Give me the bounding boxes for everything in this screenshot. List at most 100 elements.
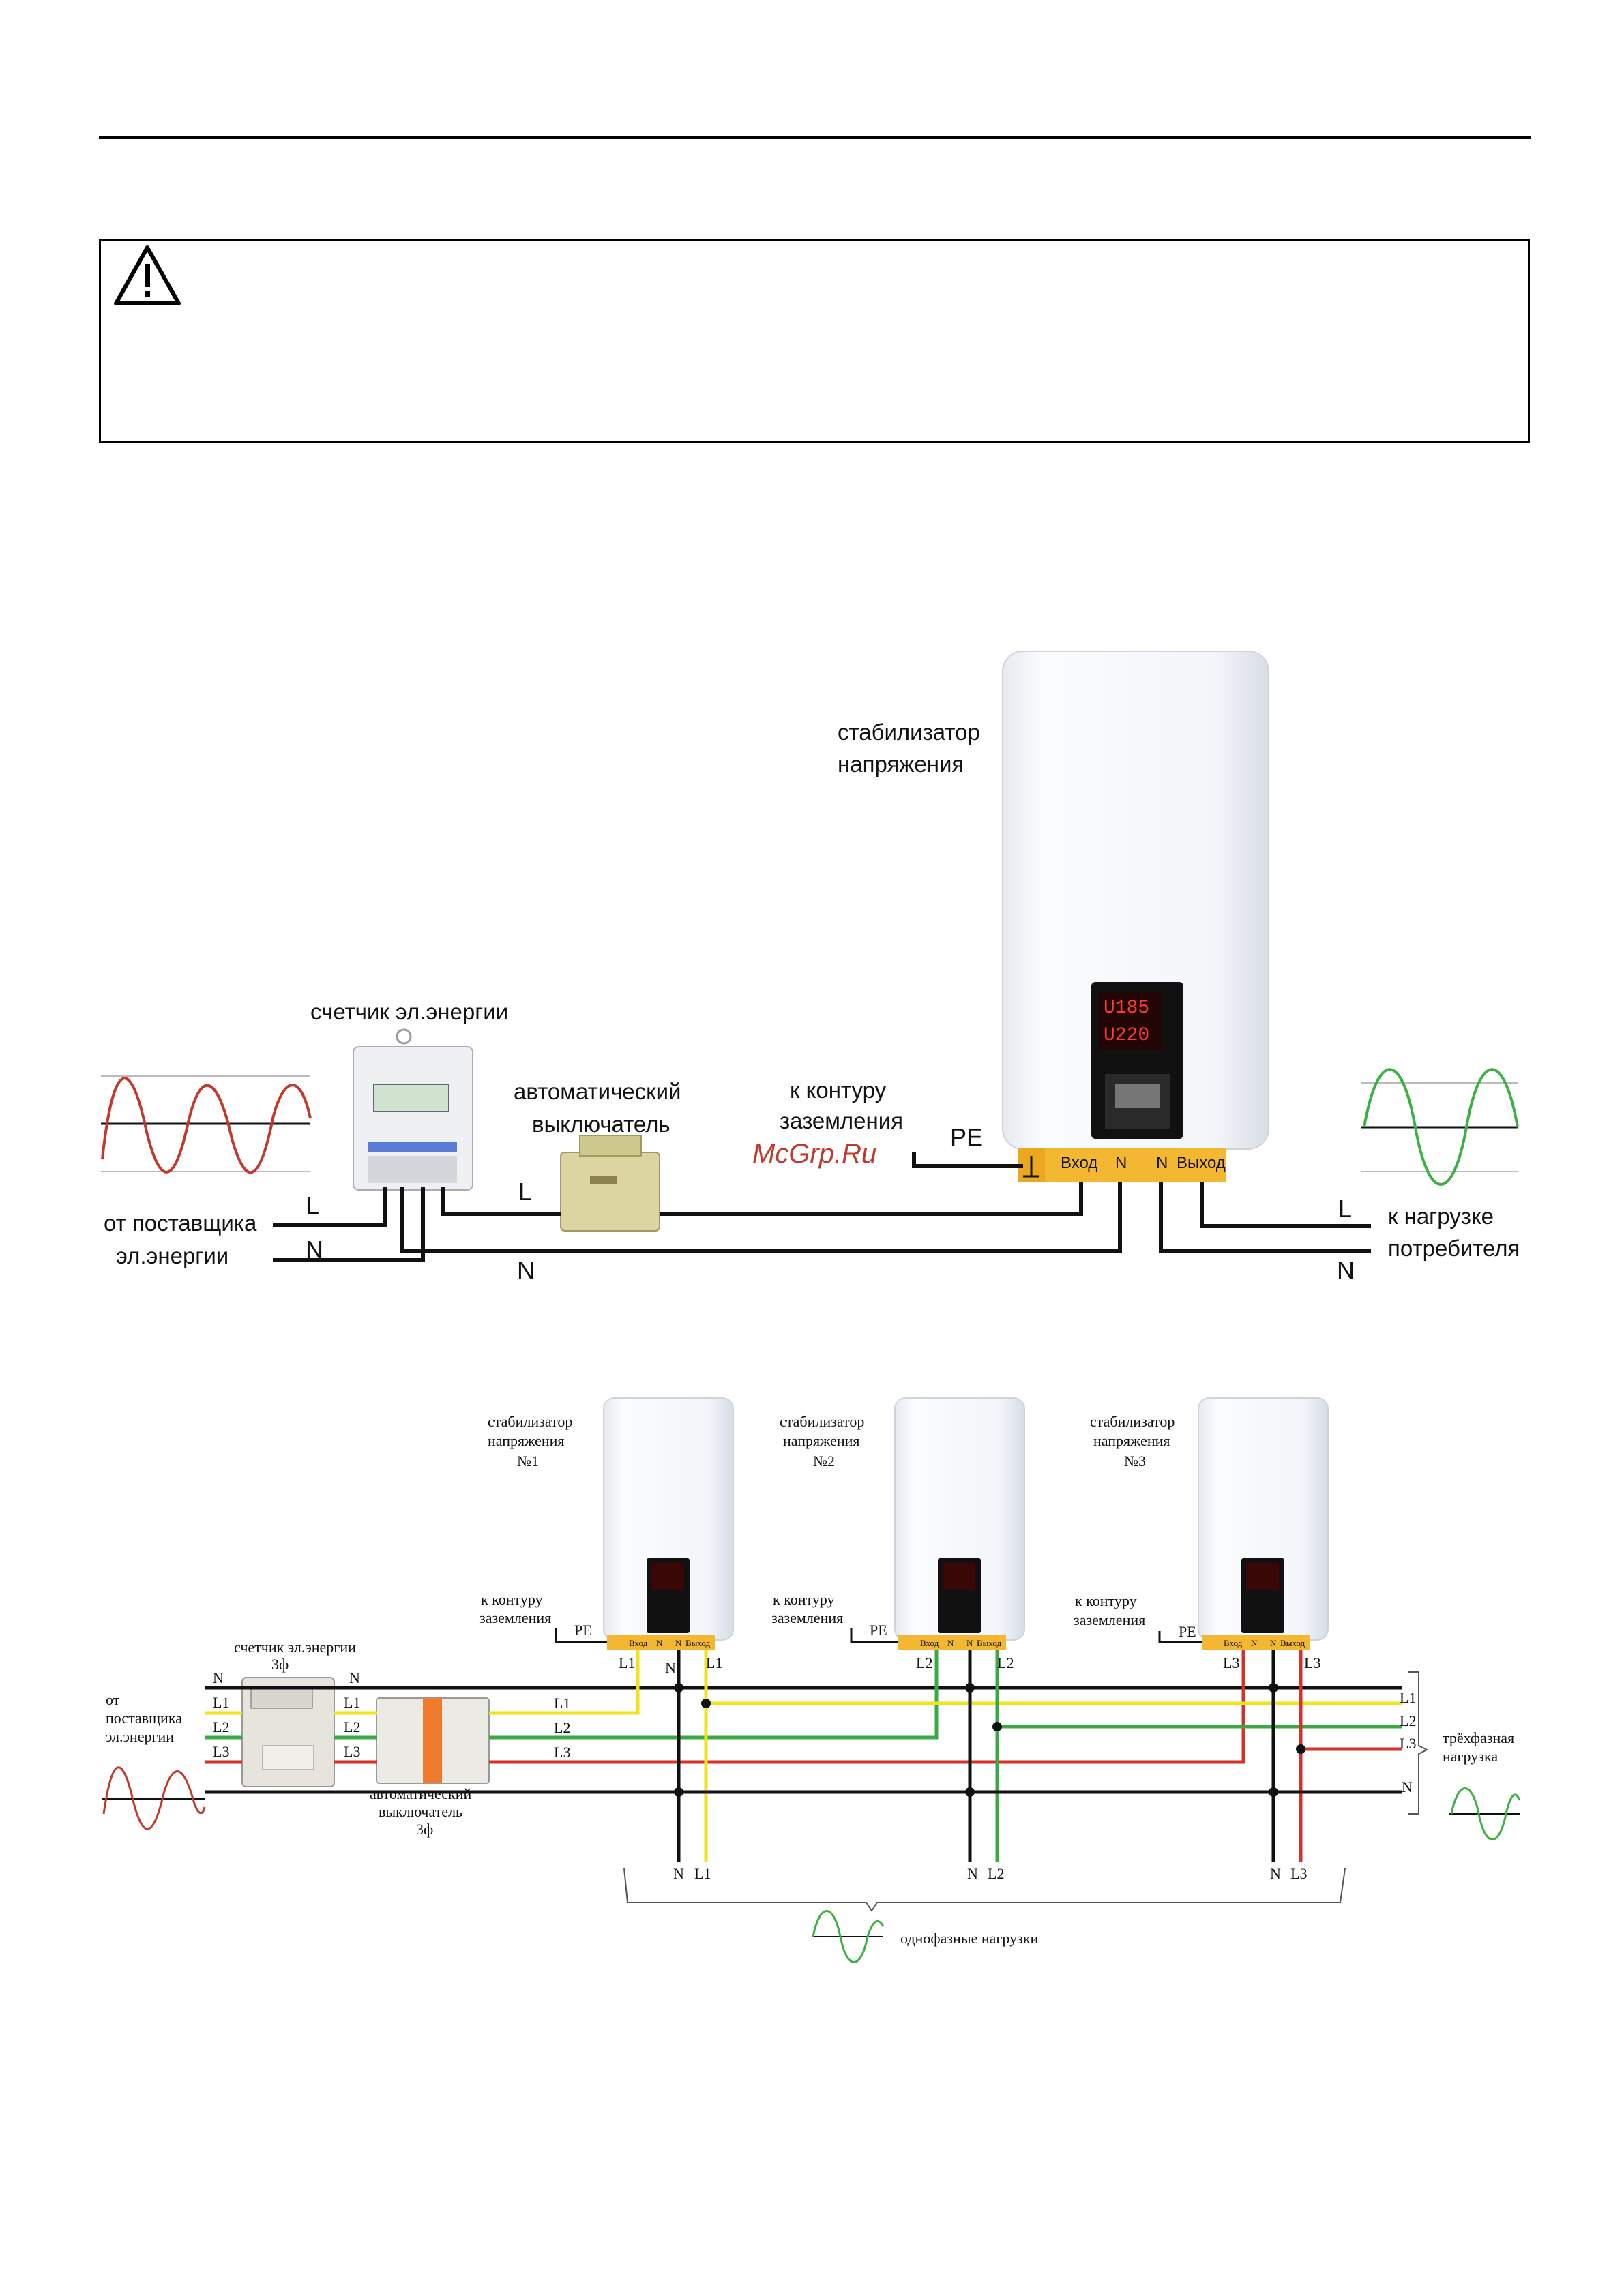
wire-n-mid: N — [517, 1256, 535, 1284]
stabilizer-label-1: стабилизатор — [838, 719, 980, 745]
stabilizer-3-label: стабилизатор напряжения №3 — [1090, 1413, 1175, 1470]
pe-label: PE — [950, 1123, 983, 1151]
stable-voltage-wave-single-icon — [812, 1910, 885, 1963]
svg-text:к контуру: к контуру — [1075, 1592, 1137, 1609]
stable-voltage-wave-icon — [1361, 1068, 1519, 1186]
single-phase-loads-label: однофазные нагрузки — [900, 1930, 1039, 1947]
svg-text:стабилизатор: стабилизатор — [780, 1413, 864, 1430]
svg-text:заземления: заземления — [771, 1609, 843, 1626]
stabilizer-1 — [603, 1397, 734, 1641]
circuit-breaker-3ph — [376, 1697, 490, 1784]
stabilizer-unit: U185 U220 — [1002, 651, 1269, 1150]
svg-text:L2: L2 — [916, 1654, 932, 1671]
single-phase-brace — [623, 1868, 1346, 1912]
svg-text:L1: L1 — [706, 1654, 722, 1671]
source-label-2: эл.энергии — [116, 1243, 228, 1268]
svg-text:L3: L3 — [1400, 1735, 1416, 1752]
header-rule — [99, 136, 1531, 139]
terminal-strips-3ph — [607, 1635, 1310, 1650]
svg-text:Выход: Выход — [977, 1638, 1002, 1648]
svg-text:от: от — [106, 1691, 120, 1708]
warning-box — [99, 239, 1530, 443]
warning-triangle-icon — [114, 245, 181, 305]
stabilizer-3 — [1198, 1397, 1329, 1641]
meter-3ph-label-2: 3ф — [271, 1656, 289, 1673]
svg-text:Вход: Вход — [629, 1638, 648, 1648]
terminal-labels-2: Вход N N Выход — [920, 1638, 1002, 1648]
svg-text:№3: №3 — [1124, 1452, 1146, 1470]
svg-text:эл.энергии: эл.энергии — [106, 1728, 174, 1745]
terminal-in: Вход — [1061, 1154, 1097, 1172]
svg-text:3ф: 3ф — [416, 1821, 433, 1838]
source-label-1: от поставщика — [104, 1210, 257, 1236]
ground-labels-3ph: к контуру заземления PE к контуру заземл… — [479, 1591, 1196, 1640]
svg-text:L2: L2 — [344, 1718, 360, 1735]
svg-text:N: N — [1270, 1865, 1281, 1882]
three-phase-diagram: Вход N N Выход Вход N N Выход Вход N N В… — [102, 1397, 1521, 1963]
unstable-voltage-wave-icon — [101, 1075, 312, 1174]
svg-text:к контуру: к контуру — [773, 1591, 835, 1608]
wire-l-left: L — [306, 1191, 319, 1219]
svg-text:N: N — [1402, 1778, 1413, 1795]
single-phase-diagram: U185 U220 стабилизатор напряжения Вход N… — [101, 651, 1520, 1284]
svg-text:№1: №1 — [517, 1452, 539, 1470]
terminal-n2: N — [1156, 1154, 1168, 1172]
stable-voltage-wave-3ph-icon — [1449, 1787, 1521, 1840]
wire-n-right: N — [1337, 1256, 1355, 1284]
terminal-n1: N — [1115, 1154, 1127, 1172]
svg-text:напряжения: напряжения — [1093, 1432, 1170, 1449]
svg-text:N: N — [349, 1669, 360, 1686]
svg-text:№2: №2 — [813, 1452, 835, 1470]
ground-label-1: к контуру — [790, 1077, 887, 1103]
terminal-strip: Вход N N Выход — [1018, 1148, 1226, 1182]
svg-text:L2: L2 — [213, 1718, 229, 1735]
stabilizer-label-2: напряжения — [838, 751, 964, 777]
svg-text:N: N — [966, 1638, 973, 1648]
wire-n-left: N — [306, 1236, 323, 1264]
svg-text:L2: L2 — [988, 1865, 1004, 1882]
svg-text:L2: L2 — [1400, 1712, 1416, 1729]
meter-label: счетчик эл.энергии — [310, 999, 508, 1024]
wires-single-phase — [273, 1152, 1371, 1262]
svg-text:заземления: заземления — [1074, 1611, 1145, 1628]
svg-text:нагрузка: нагрузка — [1443, 1748, 1498, 1765]
bus-junctions — [674, 1683, 1305, 1797]
svg-text:напряжения: напряжения — [488, 1432, 564, 1449]
svg-text:N: N — [1270, 1638, 1277, 1648]
breaker-label-1: автоматический — [514, 1079, 681, 1104]
svg-text:к контуру: к контуру — [481, 1591, 543, 1608]
svg-text:PE: PE — [574, 1622, 592, 1639]
svg-text:L2: L2 — [554, 1719, 570, 1736]
svg-text:L1: L1 — [344, 1694, 360, 1711]
svg-text:L3: L3 — [213, 1743, 229, 1760]
svg-text:L3: L3 — [1304, 1654, 1320, 1671]
terminal-labels-3: Вход N N Выход — [1224, 1638, 1305, 1648]
svg-text:напряжения: напряжения — [783, 1432, 859, 1449]
svg-text:трёхфазная: трёхфазная — [1443, 1729, 1514, 1746]
three-phase-load-label: трёхфазная нагрузка — [1443, 1729, 1514, 1765]
svg-text:N: N — [665, 1659, 676, 1676]
svg-text:поставщика: поставщика — [106, 1710, 182, 1727]
svg-text:N: N — [213, 1669, 224, 1686]
wire-l-mid: L — [518, 1178, 532, 1206]
ground-label-2: заземления — [780, 1108, 903, 1133]
svg-text:L3: L3 — [1290, 1865, 1307, 1882]
svg-text:L1: L1 — [619, 1654, 635, 1671]
svg-text:L3: L3 — [554, 1744, 570, 1761]
source-3ph-label: от поставщика эл.энергии — [106, 1691, 182, 1745]
svg-text:L1: L1 — [554, 1695, 570, 1712]
svg-text:L3: L3 — [1223, 1654, 1239, 1671]
svg-text:Вход: Вход — [1224, 1638, 1243, 1648]
svg-text:N: N — [1251, 1638, 1258, 1648]
breaker-label-2: выключатель — [532, 1112, 670, 1137]
svg-text:Выход: Выход — [1280, 1638, 1305, 1648]
svg-text:Выход: Выход — [685, 1638, 711, 1648]
display-top: U185 — [1104, 998, 1149, 1019]
svg-text:выключатель: выключатель — [379, 1803, 462, 1820]
stabilizer-1-label: стабилизатор напряжения №1 — [488, 1413, 572, 1470]
breaker-3ph-label: автоматический выключатель 3ф — [370, 1785, 471, 1838]
load-label-2: потребителя — [1388, 1236, 1520, 1261]
svg-text:N: N — [967, 1865, 978, 1882]
svg-text:N: N — [673, 1865, 684, 1882]
display-bottom: U220 — [1104, 1025, 1149, 1046]
